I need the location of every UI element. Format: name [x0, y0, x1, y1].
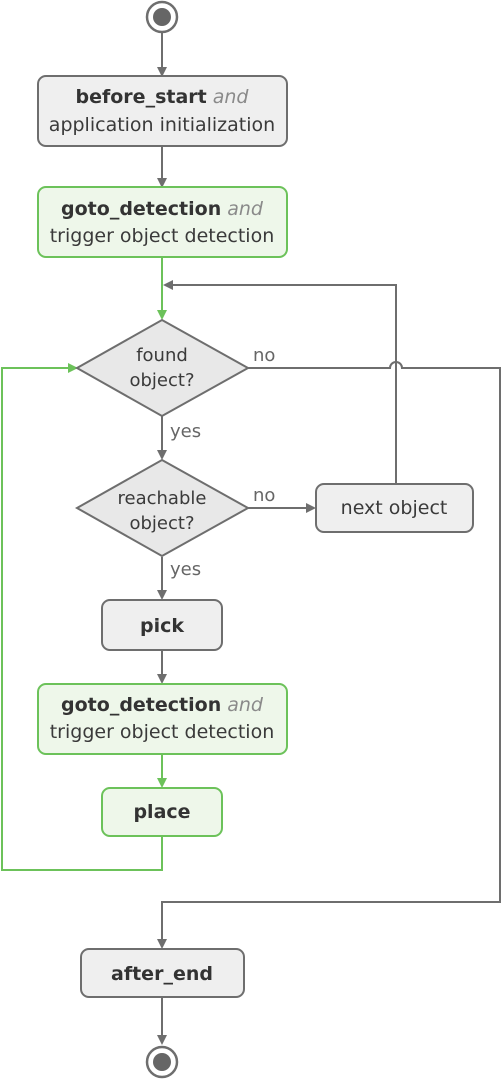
label-found-no: no [253, 345, 275, 366]
node-goto-detection-1: goto_detection and trigger object detecti… [37, 186, 288, 258]
node-place: place [101, 787, 223, 837]
edge-place-loop-to-found [1, 363, 163, 871]
goto-detection-2-conj: and [227, 694, 264, 716]
next-object-label: next object [341, 497, 448, 519]
node-next-object: next object [315, 483, 474, 533]
label-found-yes: yes [170, 421, 201, 442]
pick-label: pick [140, 615, 184, 637]
node-before-start: before_start and application initializati… [37, 75, 288, 147]
place-label: place [133, 801, 190, 823]
before-start-conj: and [213, 86, 250, 108]
goto-detection-2-line2: trigger object detection [50, 721, 275, 743]
label-reachable-yes: yes [170, 559, 201, 580]
node-found-object: found object? [74, 318, 251, 418]
node-reachable-object: reachable object? [74, 458, 251, 558]
reachable-object-line2: object? [129, 513, 194, 534]
edges [1, 33, 501, 1045]
edge-next-object-to-found [163, 280, 397, 483]
found-object-line1: found [136, 345, 188, 366]
edge-found-no-to-after-end [157, 361, 501, 949]
goto-detection-1-line2: trigger object detection [50, 225, 275, 247]
after-end-label: after_end [111, 963, 213, 985]
label-reachable-no: no [253, 485, 275, 506]
goto-detection-1-conj: and [227, 198, 264, 220]
before-start-line2: application initialization [49, 114, 275, 136]
start-node [145, 0, 179, 34]
found-object-line2: object? [129, 370, 194, 391]
end-node [145, 1045, 179, 1079]
node-after-end: after_end [80, 948, 245, 998]
before-start-name: before_start [76, 86, 207, 108]
goto-detection-1-name: goto_detection [61, 198, 221, 220]
reachable-object-line1: reachable [118, 488, 207, 509]
node-goto-detection-2: goto_detection and trigger object detecti… [37, 683, 288, 755]
node-pick: pick [101, 599, 223, 651]
goto-detection-2-name: goto_detection [61, 694, 221, 716]
